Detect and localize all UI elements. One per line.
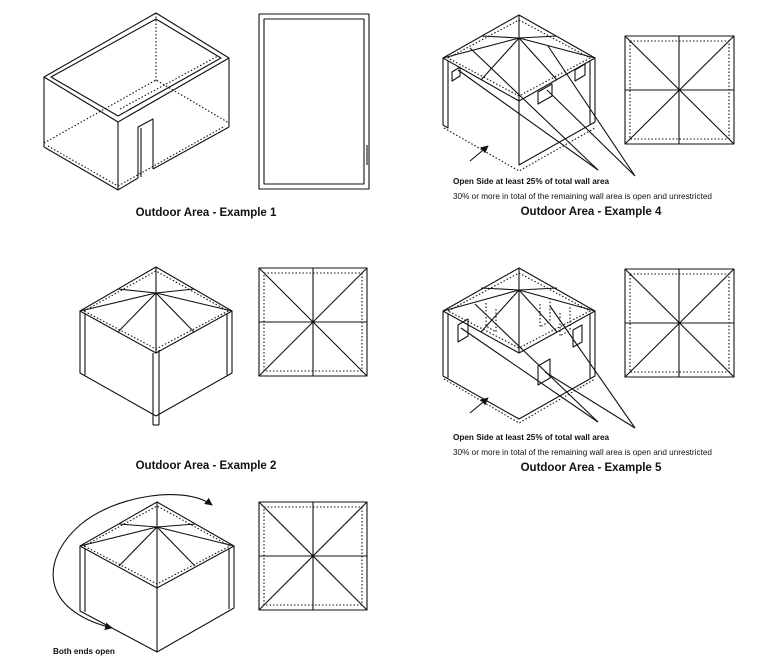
example-2-isometric [79, 266, 233, 426]
caption-example-5: Outdoor Area - Example 5 [521, 462, 662, 474]
caption-example-2: Outdoor Area - Example 2 [136, 460, 277, 472]
example-5-plan [624, 268, 735, 378]
note-remaining-example-5: 30% or more in total of the remaining wa… [453, 448, 712, 457]
caption-example-4: Outdoor Area - Example 4 [521, 206, 662, 218]
note-open-side-example-5: Open Side at least 25% of total wall are… [453, 433, 610, 442]
note-both-ends-open: Both ends open [53, 647, 115, 656]
caption-example-1: Outdoor Area - Example 1 [136, 207, 277, 219]
example-1-isometric [43, 12, 230, 191]
example-1-plan [258, 13, 370, 190]
example-3-plan [258, 501, 368, 611]
example-4-isometric [442, 14, 636, 177]
example-4-plan [624, 35, 735, 145]
example-2-plan [258, 267, 368, 377]
example-5-isometric [442, 267, 636, 429]
note-open-side-example-4: Open Side at least 25% of total wall are… [453, 177, 610, 186]
example-3-isometric [52, 494, 235, 653]
note-remaining-example-4: 30% or more in total of the remaining wa… [453, 192, 712, 201]
